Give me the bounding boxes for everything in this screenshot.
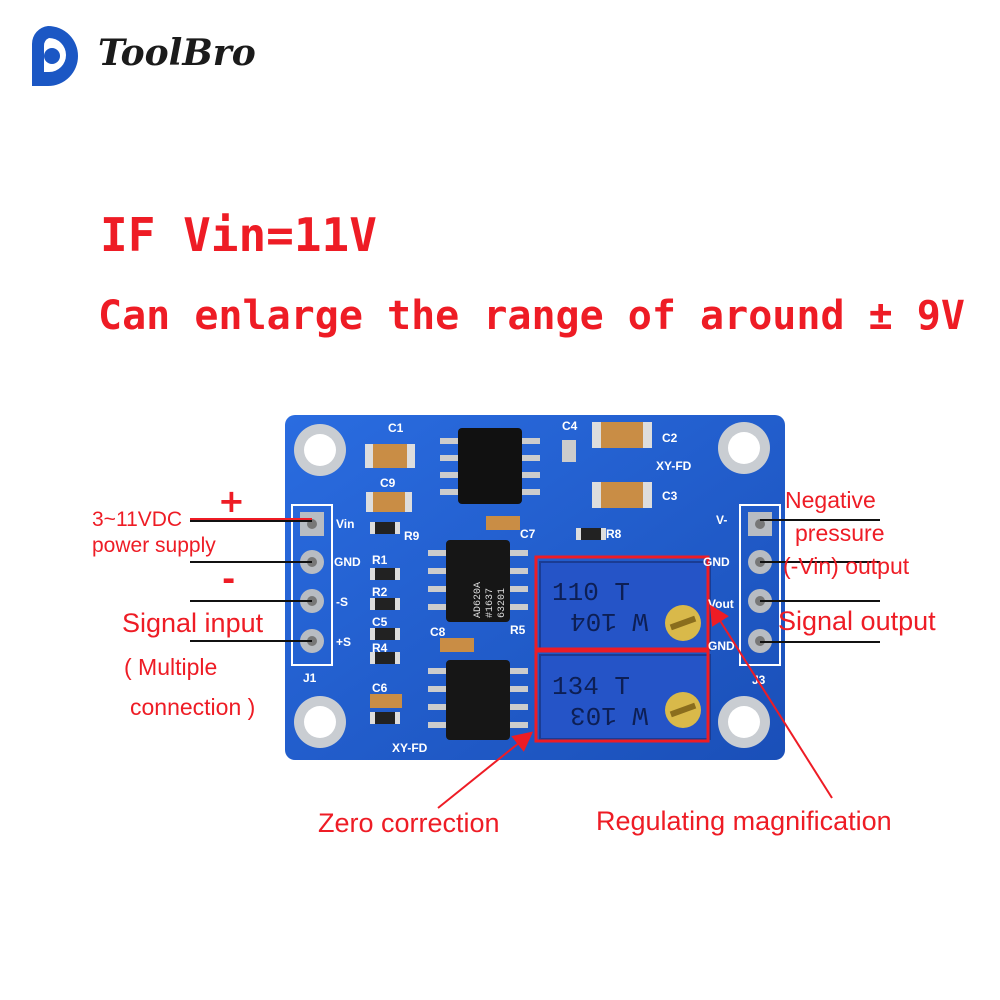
silk-pin-vminus: V-: [716, 513, 727, 527]
toolbro-logo-icon: [31, 26, 78, 86]
plus-symbol: +: [218, 482, 245, 520]
silk-c4: C4: [562, 419, 578, 433]
supply-label-line1: 3~11VDC: [92, 508, 183, 531]
potentiometer-1: [539, 561, 711, 651]
silk-pin-pos-s: +S: [336, 635, 351, 649]
silk-pin-neg-s: -S: [336, 595, 348, 609]
highlight-pot-1: [534, 555, 710, 651]
silk-r5: R5: [510, 623, 526, 637]
pot1-marking-2: W 104: [570, 606, 648, 636]
headline-vin: IF Vin=11V: [100, 208, 377, 262]
supply-label-line2: power supply: [92, 534, 216, 557]
silk-r8: R8: [606, 527, 622, 541]
toolbro-logo: ToolBro: [18, 14, 258, 94]
zero-correction-arrow: [437, 731, 534, 809]
silk-c9: C9: [380, 476, 396, 490]
ic-marking-1: AD620A: [473, 582, 484, 618]
silk-c2: C2: [662, 431, 678, 445]
silk-r1: R1: [372, 553, 388, 567]
pot2-marking-2: W 103: [570, 700, 648, 730]
ic-marking-2: #1637: [485, 588, 496, 618]
silk-pin-gnd-right: GND: [703, 555, 730, 569]
pot1-marking-1: 110 T: [552, 578, 630, 608]
silk-c3: C3: [662, 489, 678, 503]
capacitors: [365, 422, 652, 708]
highlight-pot-2: [534, 649, 710, 743]
silk-pin-gnd2: GND: [708, 639, 735, 653]
silk-c6: C6: [372, 681, 388, 695]
multiple-label-line2: connection ): [130, 694, 256, 720]
multiple-label-line1: ( Multiple: [124, 654, 218, 680]
zero-correction-label: Zero correction: [318, 808, 500, 838]
silk-r4: R4: [372, 641, 388, 655]
silk-model-bottom: XY-FD: [392, 741, 428, 755]
silk-c1: C1: [388, 421, 404, 435]
silk-j1: J1: [303, 671, 317, 685]
resistors: [370, 522, 606, 724]
silk-pin-vin: Vin: [336, 517, 354, 531]
negative-label-line1: Negative: [785, 487, 876, 513]
ic-ad620: [428, 540, 528, 622]
brand-name: ToolBro: [98, 32, 256, 74]
magnification-arrow: [709, 604, 833, 799]
silk-r9: R9: [404, 529, 420, 543]
ic-marking-3: 63201: [497, 588, 508, 618]
ic-bottom: [428, 660, 528, 740]
potentiometer-2: [539, 654, 711, 740]
silk-pin-gnd: GND: [334, 555, 361, 569]
j1-header: [291, 504, 333, 666]
signal-output-label: Signal output: [778, 606, 936, 636]
pot2-marking-1: 134 T: [552, 672, 630, 702]
silk-model-top: XY-FD: [656, 459, 692, 473]
j3-header: [739, 504, 781, 666]
silk-c8: C8: [430, 625, 446, 639]
signal-input-label: Signal input: [122, 608, 264, 638]
negative-label-line3: (-Vin) output: [783, 553, 910, 579]
headline-range: Can enlarge the range of around ± 9V: [98, 293, 965, 339]
silk-c5: C5: [372, 615, 388, 629]
negative-label-line2: pressure: [795, 520, 885, 546]
regulating-magnification-label: Regulating magnification: [596, 806, 892, 836]
leader-lines: [190, 519, 880, 643]
silk-r2: R2: [372, 585, 388, 599]
silk-c7: C7: [520, 527, 536, 541]
minus-symbol: -: [222, 560, 236, 598]
ic-top: [440, 428, 540, 504]
mounting-holes: [294, 422, 770, 748]
